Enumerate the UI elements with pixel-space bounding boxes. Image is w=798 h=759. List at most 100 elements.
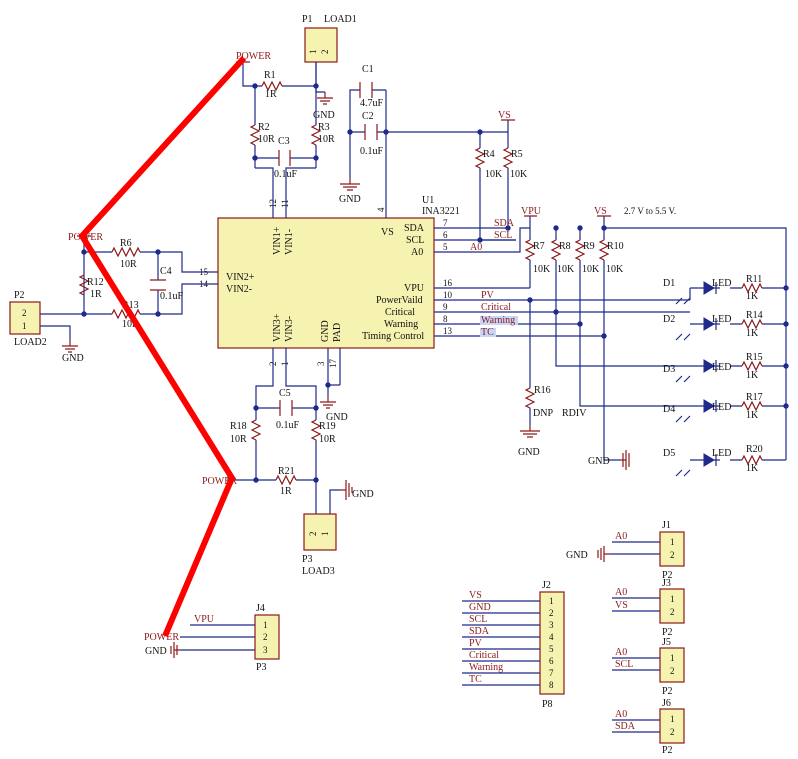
svg-text:10R: 10R: [258, 134, 275, 145]
pin-vs: VS: [381, 227, 394, 238]
net-range: 2.7 V to 5.5 V.: [624, 206, 676, 216]
svg-text:A0: A0: [615, 587, 627, 598]
svg-text:C3: C3: [278, 136, 290, 147]
svg-text:0.1uF: 0.1uF: [160, 291, 184, 302]
p1-label: LOAD1: [324, 14, 357, 25]
gnd-p3: GND: [352, 489, 374, 500]
gnd-symbols: [62, 92, 630, 658]
pin-num-16: 16: [443, 278, 453, 288]
pin-a0: A0: [411, 247, 423, 258]
svg-text:D3: D3: [663, 364, 675, 375]
pin-vin3p: VIN3+: [272, 313, 283, 342]
pin-num-1: 1: [280, 362, 290, 367]
j6-sub: P2: [662, 745, 673, 756]
svg-text:R4: R4: [483, 149, 495, 160]
svg-text:LED: LED: [712, 402, 731, 413]
svg-text:2: 2: [670, 666, 675, 676]
svg-text:TC: TC: [469, 674, 482, 685]
svg-text:2: 2: [263, 632, 268, 642]
j4-connector: [254, 614, 280, 660]
svg-text:VS: VS: [469, 590, 482, 601]
led-d2: [675, 317, 717, 341]
svg-text:A0: A0: [615, 647, 627, 658]
net-sda: SDA: [494, 218, 515, 229]
j3-ref: J3: [662, 578, 671, 589]
j6-ref: J6: [662, 698, 671, 709]
svg-text:R2: R2: [258, 122, 270, 133]
svg-text:0.1uF: 0.1uF: [274, 169, 298, 180]
svg-text:R16: R16: [534, 385, 551, 396]
pin-num-11: 11: [280, 199, 290, 208]
svg-text:2: 2: [670, 727, 675, 737]
svg-text:1K: 1K: [746, 463, 759, 474]
net-tc: TC: [481, 327, 494, 338]
u1-chip: U1 INA3221 SDA SCL A0 VPU PowerVaild Cri…: [199, 195, 460, 368]
pin-num-4: 4: [376, 207, 386, 212]
net-warning: Warning: [481, 315, 515, 326]
gnd-r16: GND: [518, 447, 540, 458]
svg-text:10R: 10R: [318, 134, 335, 145]
svg-text:1R: 1R: [265, 89, 277, 100]
p3-connector: [303, 513, 337, 551]
svg-text:1: 1: [670, 653, 675, 663]
j1-connector: [659, 531, 685, 567]
p1-ref: P1: [302, 14, 313, 25]
svg-text:2: 2: [308, 532, 318, 537]
svg-text:R7: R7: [533, 241, 545, 252]
net-power-top: POWER: [236, 51, 271, 62]
svg-text:C4: C4: [160, 266, 172, 277]
svg-text:Warning: Warning: [469, 662, 503, 673]
net-vs: VS: [498, 110, 511, 121]
net-power-bottom: POWER: [202, 476, 237, 487]
svg-text:1R: 1R: [280, 486, 292, 497]
svg-text:10K: 10K: [533, 264, 551, 275]
svg-text:1: 1: [22, 321, 27, 331]
j1-sub: P2: [662, 570, 673, 581]
svg-text:1K: 1K: [746, 370, 759, 381]
svg-text:D5: D5: [663, 448, 675, 459]
p2-ref: P2: [14, 290, 25, 301]
led-d4: [675, 399, 717, 423]
pin-gnd: GND: [320, 320, 331, 342]
svg-text:2: 2: [549, 608, 554, 618]
svg-text:SCL: SCL: [615, 659, 633, 670]
j4-ref: J4: [256, 603, 265, 614]
j2-ref: J2: [542, 580, 551, 591]
net-scl: SCL: [494, 230, 512, 241]
net-vpu: VPU: [521, 206, 542, 217]
gnd-d5: GND: [588, 456, 610, 467]
svg-text:LED: LED: [712, 448, 731, 459]
svg-text:1: 1: [320, 532, 330, 537]
svg-text:3: 3: [549, 620, 554, 630]
u1-part: INA3221: [422, 206, 460, 217]
pin-num-6: 6: [443, 230, 448, 240]
led-d3: [675, 359, 717, 383]
pin-num-17: 17: [328, 359, 338, 369]
svg-text:R5: R5: [511, 149, 523, 160]
svg-text:R15: R15: [746, 352, 763, 363]
svg-text:R1: R1: [264, 70, 276, 81]
svg-text:R13: R13: [122, 300, 139, 311]
svg-text:C1: C1: [362, 64, 374, 75]
pin-num-10: 10: [443, 290, 453, 300]
svg-text:SDA: SDA: [469, 626, 490, 637]
svg-text:D4: D4: [663, 404, 675, 415]
pin-warning: Warning: [384, 319, 418, 330]
pin-vin3n: VIN3-: [284, 316, 295, 342]
svg-text:2: 2: [320, 50, 330, 55]
red-annotation-line: [78, 55, 247, 638]
svg-text:VS: VS: [615, 600, 628, 611]
pin-scl: SCL: [406, 235, 424, 246]
svg-text:PV: PV: [469, 638, 483, 649]
svg-text:LED: LED: [712, 362, 731, 373]
net-critical: Critical: [481, 302, 511, 313]
gnd-c1: GND: [339, 194, 361, 205]
svg-text:4: 4: [549, 632, 554, 642]
svg-text:6: 6: [549, 656, 554, 666]
j3-connector: [659, 588, 685, 624]
svg-text:R11: R11: [746, 274, 762, 285]
u1-ref: U1: [422, 195, 434, 206]
svg-text:1R: 1R: [90, 289, 102, 300]
pin-num-7: 7: [443, 218, 448, 228]
labels: POWER POWER POWER POWER VS VPU VS 2.7 V …: [14, 14, 763, 756]
